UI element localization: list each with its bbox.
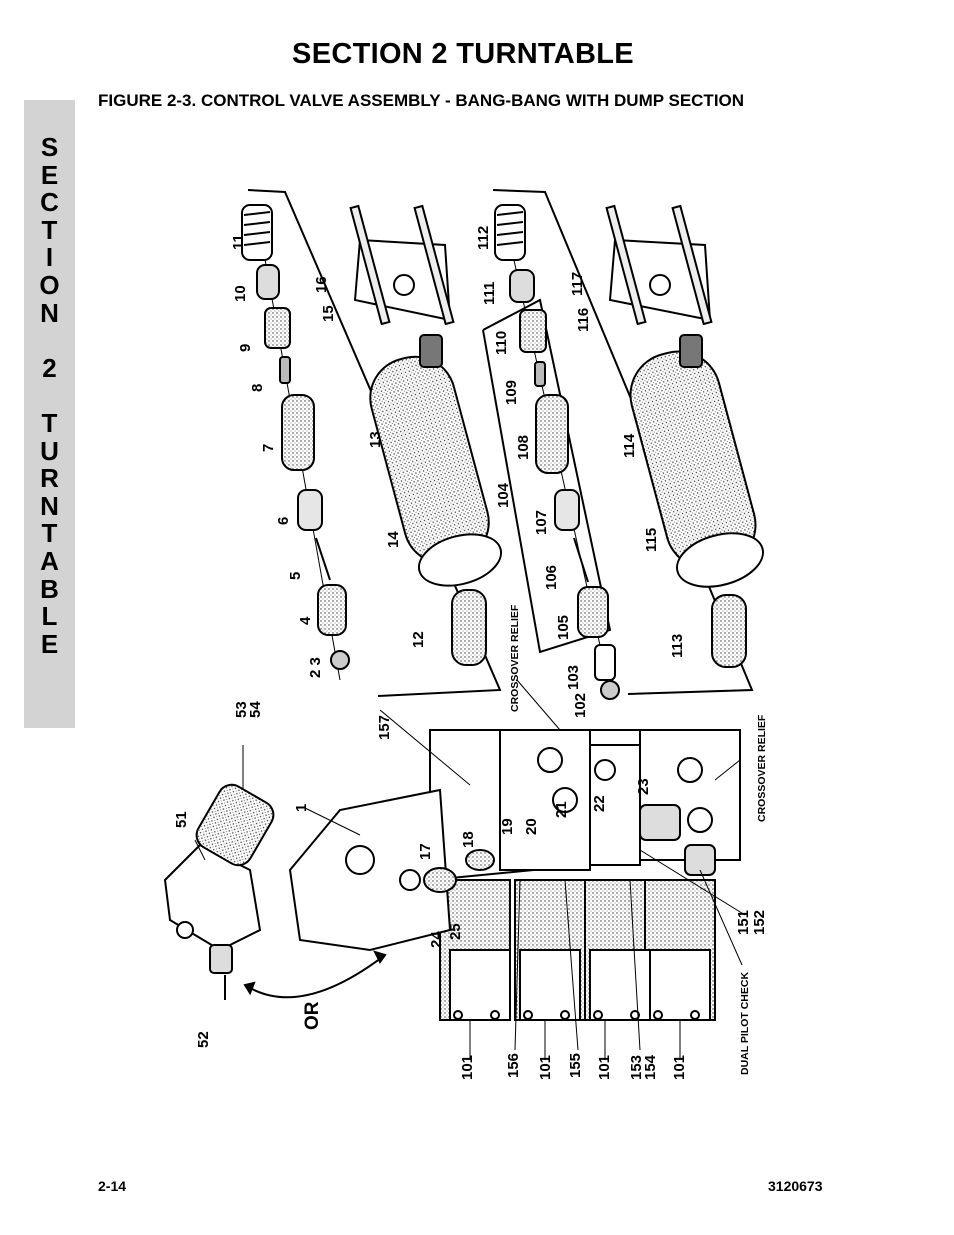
rod-5 (315, 537, 331, 581)
callout-6: 6 (275, 517, 292, 525)
callout-22: 22 (591, 795, 608, 812)
plunger-12 (451, 589, 487, 666)
tube-115 (676, 532, 764, 588)
callout-14: 14 (385, 531, 402, 548)
sleeve-7 (281, 394, 315, 471)
right-spool-parts (494, 204, 620, 700)
cap-111 (509, 269, 535, 303)
callout-1: 1 (293, 804, 310, 812)
dump-section (288, 788, 495, 952)
callout-18: 18 (460, 831, 477, 848)
callout-8: 8 (249, 384, 266, 392)
alternate-solenoid (163, 783, 387, 1000)
washer-2-3 (330, 650, 350, 670)
pin-109 (534, 361, 546, 387)
relief-plug-23 (639, 804, 681, 841)
callout-17: 17 (417, 843, 434, 860)
piston-6 (297, 489, 323, 531)
callout-115: 115 (643, 528, 660, 552)
crossover-relief-left-label: CROSSOVER RELIEF (509, 604, 521, 712)
callout-23: 23 (635, 778, 652, 795)
callout-113: 113 (669, 634, 686, 658)
callout-101-a: 101 (459, 1055, 476, 1080)
callout-11: 11 (230, 234, 247, 250)
callout-labels: 11 10 9 8 7 6 5 4 2 3 16 15 13 14 12 112… (173, 226, 768, 1080)
callout-156: 156 (505, 1053, 522, 1078)
leader-lines (194, 679, 746, 1060)
callout-114: 114 (621, 433, 638, 458)
left-solenoid-assembly (349, 204, 503, 666)
callout-51: 51 (173, 811, 190, 828)
sleeve-108 (535, 394, 569, 474)
callout-16: 16 (313, 276, 330, 293)
callout-157: 157 (376, 715, 393, 740)
seal-4 (317, 584, 347, 636)
right-solenoid-assembly (605, 204, 764, 668)
callout-116: 116 (575, 308, 592, 332)
callout-53: 53 (233, 701, 250, 718)
callout-9: 9 (237, 344, 254, 352)
callout-107: 107 (533, 510, 550, 535)
callout-108: 108 (515, 435, 532, 460)
callout-105: 105 (555, 615, 572, 640)
or-arrow (244, 954, 386, 999)
or-label: OR (302, 1001, 323, 1030)
document-number: 3120673 (768, 1178, 823, 1194)
callout-104: 104 (495, 482, 512, 508)
spool-end-9 (264, 307, 291, 349)
callout-103: 103 (565, 665, 582, 690)
left-spool-parts (241, 204, 350, 670)
callout-4: 4 (297, 616, 314, 625)
figure-caption: FIGURE 2-3. CONTROL VALVE ASSEMBLY - BAN… (98, 91, 745, 110)
spring-103 (594, 644, 616, 681)
spool-end-110 (519, 309, 547, 353)
callout-101-c: 101 (596, 1055, 613, 1080)
callout-101-d: 101 (671, 1055, 688, 1080)
seal-105 (577, 586, 609, 638)
valve-body (429, 729, 741, 1021)
callout-111: 111 (481, 282, 498, 305)
side-tab-label: S E C T I O N 2 T U R N T A B L E (39, 132, 60, 659)
callout-19: 19 (499, 818, 516, 835)
exploded-parts-drawing: 11 10 9 8 7 6 5 4 2 3 16 15 13 14 12 112… (163, 189, 768, 1080)
washer-102 (600, 680, 620, 700)
callout-153: 153 (628, 1055, 645, 1080)
callout-21: 21 (553, 801, 570, 818)
crossover-relief-right-label: CROSSOVER RELIEF (756, 714, 768, 822)
callout-101-b: 101 (537, 1055, 554, 1080)
section-side-tab: S E C T I O N 2 T U R N T A B L E (24, 100, 75, 728)
callout-20: 20 (523, 818, 540, 835)
callout-13: 13 (367, 431, 384, 448)
section-title: SECTION 2 TURNTABLE (292, 38, 634, 70)
callout-15: 15 (320, 305, 337, 322)
callout-102: 102 (572, 693, 589, 718)
callout-109: 109 (503, 380, 520, 405)
callout-24: 24 (428, 931, 445, 948)
drawing-notes: CROSSOVER RELIEF CROSSOVER RELIEF DUAL P… (509, 604, 768, 1075)
callout-117: 117 (569, 272, 586, 296)
tube-14 (417, 533, 503, 587)
callout-155: 155 (567, 1053, 584, 1078)
cap-10 (256, 264, 280, 300)
page-number: 2-14 (98, 1178, 127, 1194)
plunger-113 (711, 594, 747, 668)
callout-106: 106 (543, 565, 560, 590)
callout-5: 5 (287, 572, 304, 580)
dual-pilot-check-label: DUAL PILOT CHECK (739, 972, 751, 1075)
callout-154: 154 (642, 1054, 659, 1080)
piston-107 (554, 489, 580, 531)
callout-112: 112 (475, 226, 492, 250)
callout-52: 52 (195, 1031, 212, 1048)
callout-25: 25 (447, 923, 464, 940)
callout-10: 10 (232, 285, 249, 302)
callout-110: 110 (493, 331, 510, 355)
callout-12: 12 (410, 631, 427, 648)
callout-2-3: 2 3 (307, 657, 324, 678)
callout-7: 7 (260, 444, 277, 452)
callout-54: 54 (247, 701, 264, 718)
rod-106 (573, 537, 589, 583)
pin-8 (279, 356, 291, 384)
callout-152: 152 (751, 910, 768, 935)
callout-151: 151 (735, 910, 752, 935)
